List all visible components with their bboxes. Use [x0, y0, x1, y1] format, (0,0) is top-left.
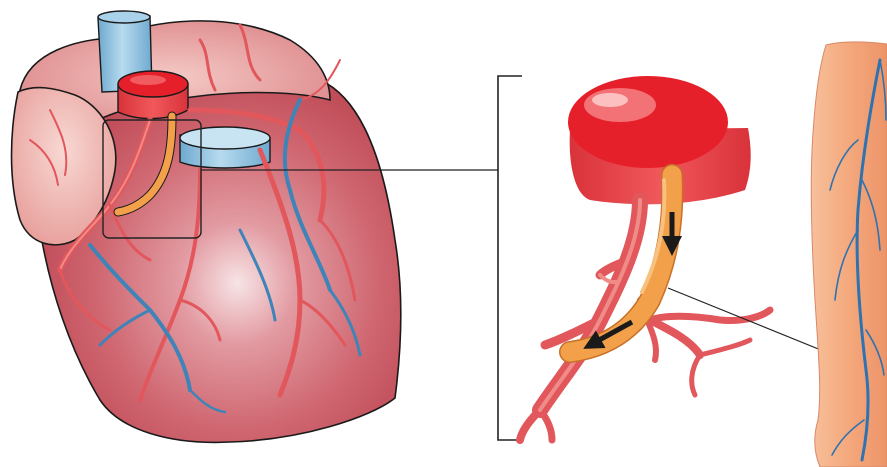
leg — [811, 42, 887, 467]
aorta — [118, 71, 188, 119]
inset-aorta-top — [568, 76, 728, 168]
aortic-graft-detail — [520, 76, 770, 440]
pulmonary-vessel — [180, 127, 270, 168]
heart — [12, 11, 401, 442]
leg-with-saphenous-vein — [811, 42, 887, 467]
detail-bracket — [498, 76, 522, 440]
